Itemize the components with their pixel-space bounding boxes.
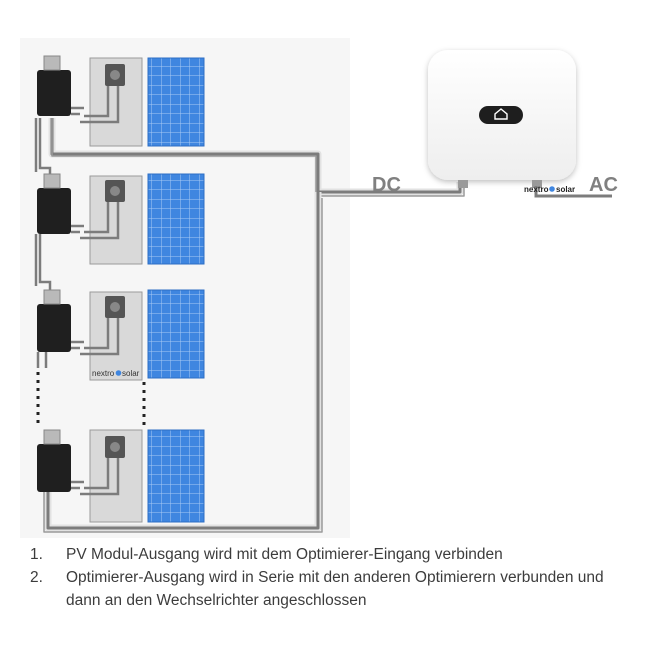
dc-trunk-cable [43, 118, 465, 533]
ac-label: AC [589, 174, 618, 196]
instruction-item: 2. Optimierer-Ausgang wird in Serie mit … [30, 566, 640, 612]
module-brand-logo: nextro solar [92, 369, 140, 378]
brand-prefix: nextro [524, 185, 549, 194]
optimizer-3 [37, 304, 71, 352]
optimizer-2 [37, 188, 71, 234]
solar-panel [147, 429, 205, 523]
pv-module-3: nextro solar [37, 289, 205, 381]
home-icon [494, 108, 508, 120]
instruction-text: PV Modul-Ausgang wird mit dem Optimierer… [66, 546, 503, 563]
series-continuation-dots [36, 372, 146, 426]
instruction-text: Optimierer-Ausgang wird in Serie mit den… [66, 569, 604, 609]
brand-suffix: solar [122, 369, 140, 378]
pv-module-2 [37, 173, 205, 265]
inverter-brand-logo: nextro solar [524, 185, 575, 194]
brand-suffix: solar [556, 185, 575, 194]
optimizer-4 [37, 444, 71, 492]
pv-module-1 [37, 55, 205, 147]
solar-panel [147, 289, 205, 379]
inverter-display [479, 106, 523, 124]
ac-output-cable [534, 186, 612, 198]
dc-label: DC [372, 174, 401, 196]
solar-panel [147, 173, 205, 265]
instruction-item: 1. PV Modul-Ausgang wird mit dem Optimie… [30, 543, 640, 566]
series-links [34, 118, 52, 368]
instruction-list: 1. PV Modul-Ausgang wird mit dem Optimie… [30, 543, 640, 612]
instruction-number: 2. [30, 569, 43, 586]
pv-module-4 [37, 429, 205, 523]
solar-panel [147, 57, 205, 147]
instruction-number: 1. [30, 546, 43, 563]
inverter [428, 50, 576, 188]
brand-prefix: nextro [92, 369, 115, 378]
optimizer-1 [37, 70, 71, 116]
